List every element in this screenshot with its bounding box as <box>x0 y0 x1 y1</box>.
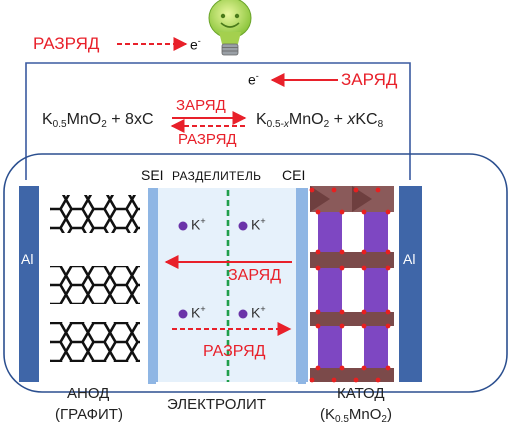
al-right-label: Al <box>403 251 416 267</box>
ion-label: K+ <box>251 304 266 321</box>
al-left-label: Al <box>21 251 34 267</box>
top-discharge-label: РАЗРЯД <box>33 34 100 53</box>
electrolyte-label: ЭЛЕКТРОЛИТ <box>167 396 266 413</box>
top-charge-label: ЗАРЯД <box>341 70 398 89</box>
cathode-label: КАТОД <box>337 385 385 402</box>
ion-label: K+ <box>251 216 266 233</box>
reaction-charge-label: ЗАРЯД <box>176 97 226 114</box>
cei-label: CEI <box>282 167 306 183</box>
reaction-left-side: K0.5MnO2 + 8xC <box>42 111 154 130</box>
ion-charge-label: ЗАРЯД <box>228 267 282 284</box>
lightbulb-icon <box>208 0 252 56</box>
cathode-structure <box>309 186 394 383</box>
ion-label: K+ <box>191 304 206 321</box>
sei-label: SEI <box>141 167 164 183</box>
anode-current-collector <box>19 186 39 382</box>
anode-label: АНОД <box>67 385 110 402</box>
reaction-right-side: K0.5-xMnO2 + xKC8 <box>256 111 384 130</box>
cathode-material-label: (K0.5MnO2) <box>320 406 392 425</box>
cei-layer <box>296 188 308 382</box>
top-electron-right: e- <box>248 71 259 88</box>
external-circuit <box>25 62 411 180</box>
separator-label: РАЗДЕЛИТЕЛЬ <box>172 169 262 183</box>
ion-discharge-label: РАЗРЯД <box>203 343 266 360</box>
ion-label: K+ <box>191 216 206 233</box>
cell-outline <box>3 153 508 393</box>
top-electron-left: e- <box>190 36 201 53</box>
graphite-layers <box>50 195 140 362</box>
cathode-current-collector <box>399 186 422 382</box>
anode-material-label: (ГРАФИТ) <box>55 406 123 423</box>
reaction-discharge-label: РАЗРЯД <box>178 131 237 148</box>
sei-layer <box>148 188 158 382</box>
potassium-ions <box>178 221 248 319</box>
